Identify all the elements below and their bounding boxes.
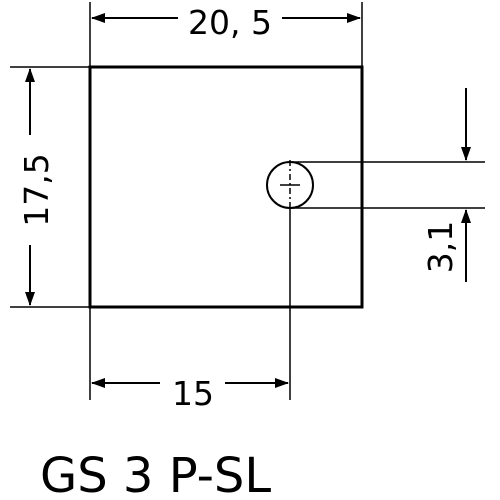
hole-size-label: 3,1 (421, 221, 460, 273)
part-label: GS 3 P-SL (40, 448, 271, 500)
height-dimension-label: 17,5 (17, 153, 56, 226)
width-dimension-label: 20, 5 (188, 3, 272, 42)
part-outline (88, 65, 364, 309)
offset-dimension-label: 15 (172, 374, 214, 413)
